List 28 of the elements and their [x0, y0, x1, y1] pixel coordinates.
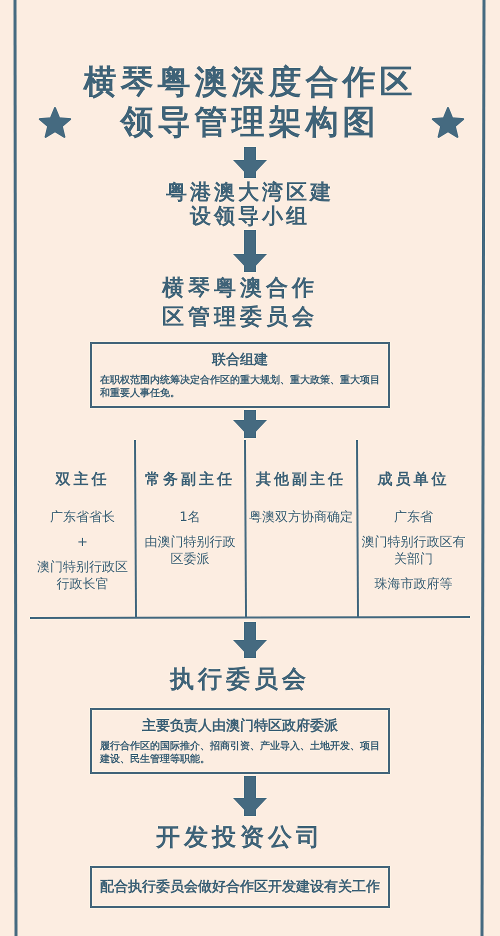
title: 横琴粤澳深度合作区领导管理架构图 [82, 62, 418, 142]
cell-text: + [76, 534, 89, 551]
box-text: 配合执行委员会做好合作区开发建设有关工作 [100, 878, 380, 896]
column-heading: 常务副主任 [145, 470, 235, 489]
box-heading: 主要负责人由澳门特区政府委派 [141, 716, 339, 734]
column-heading: 其他副主任 [256, 470, 346, 489]
column-heading: 成员单位 [378, 470, 450, 489]
box-text: 履行合作区的国际推介、招商引资、产业导入、土地开发、项目建设、民生管理等职能。 [100, 740, 380, 766]
arrow [233, 776, 267, 816]
cell-text: 澳门特别行政区有关部门 [360, 534, 466, 568]
cell-text: 广东省 [393, 509, 434, 526]
cell-text: 粤澳双方协商确定 [248, 509, 354, 526]
arrow [233, 147, 267, 178]
cell-text: 澳门特别行政区行政长官 [36, 559, 129, 593]
cell-text: 珠海市政府等 [374, 576, 454, 593]
stage-heading: 横琴粤澳合作区管理委员会 [160, 275, 319, 332]
arrow [233, 622, 267, 658]
cell-text: 广东省省长 [49, 509, 116, 526]
stage-heading: 执行委员会 [168, 664, 311, 695]
stage-heading: 粤港澳大湾区建设领导小组 [165, 180, 335, 228]
column-heading: 双主任 [56, 470, 110, 489]
box-heading: 联合组建 [210, 350, 269, 368]
cell-text: 由澳门特别行政区委派 [144, 534, 236, 568]
arrow [233, 410, 267, 438]
cell-text: 1名 [178, 509, 202, 526]
arrow [233, 230, 267, 272]
stage-heading: 开发投资公司 [154, 822, 325, 853]
box-text: 在职权范围内统筹决定合作区的重大规划、重大政策、重大项目和重要人事任免。 [100, 374, 380, 400]
